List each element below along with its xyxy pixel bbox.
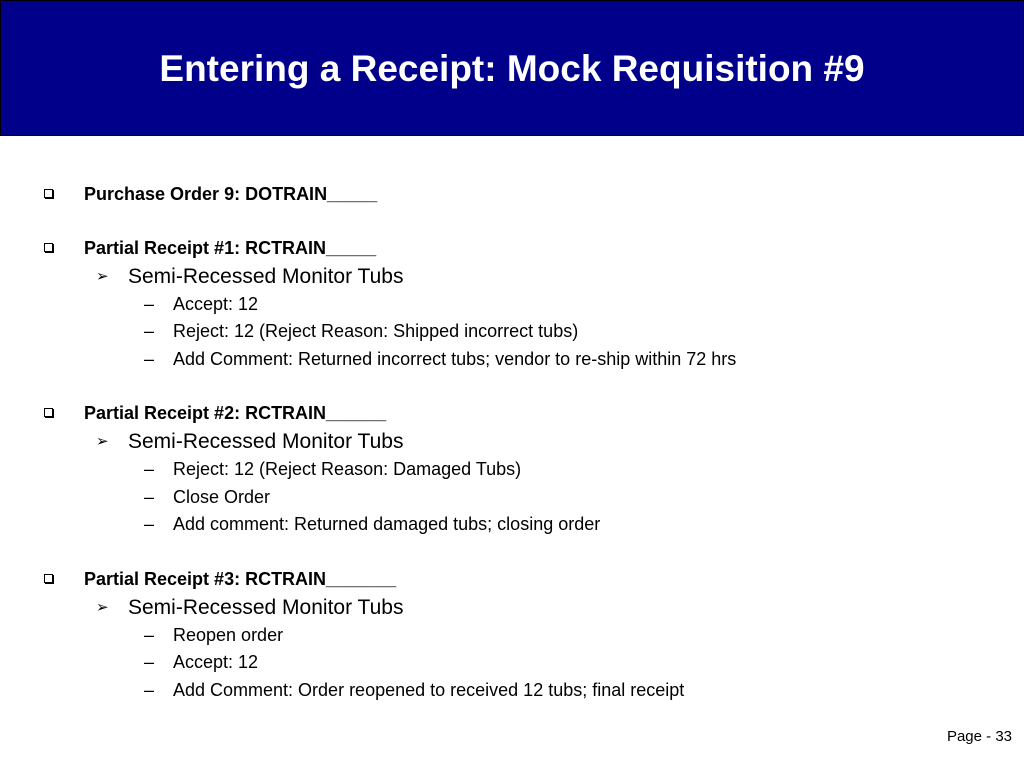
square-bullet-icon (44, 243, 53, 252)
dash-bullet-icon: – (144, 349, 155, 369)
square-bullet-icon (44, 189, 53, 198)
section-heading-text: Partial Receipt #1: RCTRAIN_____ (84, 238, 377, 258)
line-item-text: Semi-Recessed Monitor Tubs (128, 430, 404, 453)
sub-item-text: Accept: 12 (173, 652, 259, 672)
sub-item-text: Close Order (173, 487, 271, 507)
dash-bullet-icon: – (144, 459, 155, 479)
square-bullet-icon (44, 574, 53, 583)
dash-bullet-icon: – (144, 321, 155, 341)
page-number: Page - 33 (946, 728, 1012, 745)
section-heading-text: Partial Receipt #3: RCTRAIN_______ (84, 569, 397, 589)
title-banner: Entering a Receipt: Mock Requisition #9 (0, 0, 1024, 136)
dash-bullet-icon: – (144, 680, 155, 700)
arrow-bullet-icon: ➢ (96, 599, 109, 616)
line-item-text: Semi-Recessed Monitor Tubs (128, 265, 404, 288)
line-item-text: Semi-Recessed Monitor Tubs (128, 596, 404, 619)
dash-bullet-icon: – (144, 625, 155, 645)
dash-bullet-icon: – (144, 514, 155, 534)
dash-bullet-icon: – (144, 294, 155, 314)
arrow-bullet-icon: ➢ (96, 433, 109, 450)
section-heading-text: Purchase Order 9: DOTRAIN_____ (84, 184, 378, 204)
dash-bullet-icon: – (144, 487, 155, 507)
slide-title: Entering a Receipt: Mock Requisition #9 (159, 48, 865, 89)
sub-item-text: Add Comment: Returned incorrect tubs; ve… (173, 349, 737, 369)
section-heading-text: Partial Receipt #2: RCTRAIN______ (84, 403, 387, 423)
square-bullet-icon (44, 408, 53, 417)
sub-item-text: Reopen order (173, 625, 284, 645)
sub-item-text: Add comment: Returned damaged tubs; clos… (173, 514, 601, 534)
sub-item-text: Reject: 12 (Reject Reason: Damaged Tubs) (173, 459, 522, 479)
arrow-bullet-icon: ➢ (96, 268, 109, 285)
sub-item-text: Add Comment: Order reopened to received … (173, 680, 685, 700)
sub-item-text: Reject: 12 (Reject Reason: Shipped incor… (173, 321, 579, 341)
sub-item-text: Accept: 12 (173, 294, 259, 314)
dash-bullet-icon: – (144, 652, 155, 672)
